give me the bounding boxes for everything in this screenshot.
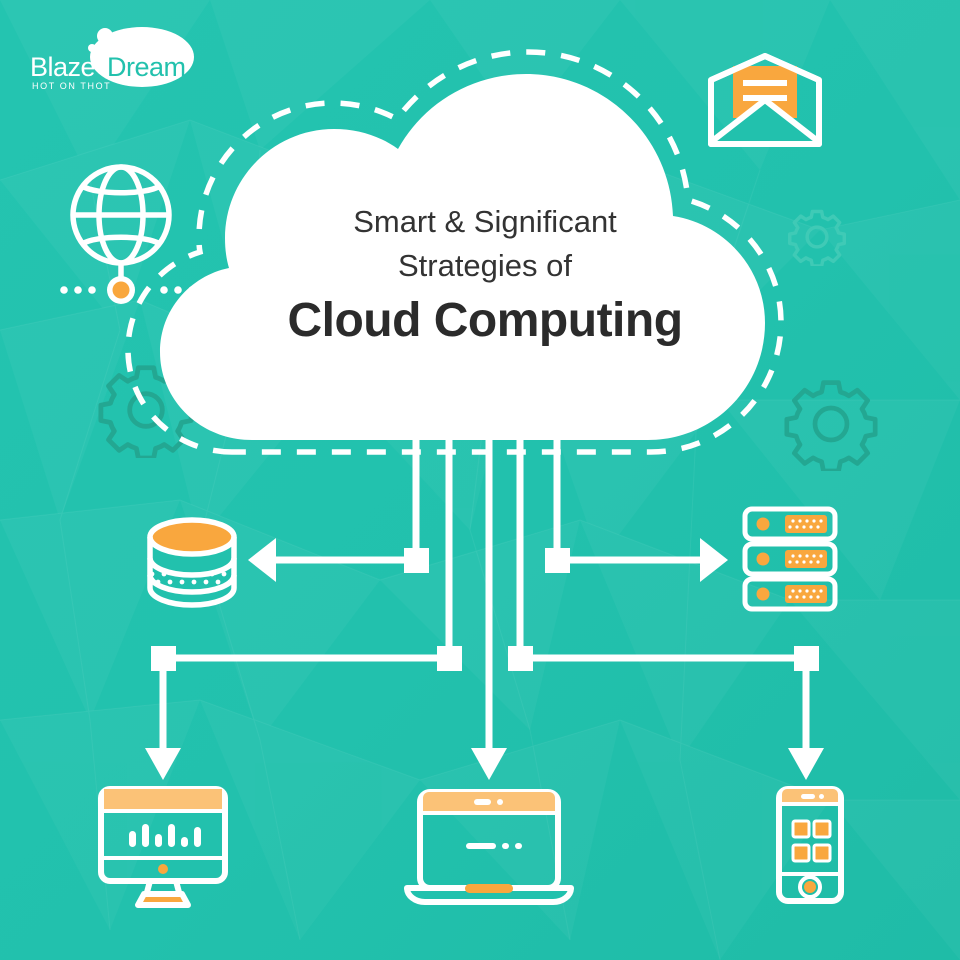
junction-node	[151, 646, 176, 671]
arrow-to-phone	[788, 748, 824, 780]
logo-ellipse	[88, 27, 194, 87]
globe-network-icon	[60, 164, 210, 304]
logo-tagline: HOT ON THOT	[32, 81, 112, 91]
logo-word-dream: Dream	[107, 52, 186, 82]
title-line-2: Strategies of	[397, 248, 573, 283]
database-icon	[147, 517, 237, 608]
email-envelope-icon	[708, 53, 822, 147]
logo-word-blaze: Blaze	[30, 52, 96, 82]
arrow-to-server	[700, 538, 728, 582]
arrow-to-laptop	[471, 748, 507, 780]
arrow-to-desktop	[145, 748, 181, 780]
junction-node	[794, 646, 819, 671]
gear-icon-right-small	[788, 209, 846, 266]
server-rack-icon	[742, 506, 838, 612]
junction-node	[437, 646, 462, 671]
junction-node	[508, 646, 533, 671]
junction-node	[545, 548, 570, 573]
title-line-3: Cloud Computing	[287, 294, 683, 347]
desktop-monitor-icon	[98, 786, 228, 908]
page-title: Smart & Significant Strategies of Cloud …	[215, 200, 755, 352]
gear-icon-right-large	[784, 380, 878, 471]
cloud-shape	[125, 49, 784, 455]
title-line-1: Smart & Significant	[353, 204, 617, 239]
smartphone-icon	[776, 786, 844, 904]
brand-logo[interactable]: Blaze Dream HOT ON THOT	[22, 24, 202, 91]
arrow-to-database	[248, 538, 276, 582]
laptop-icon	[404, 789, 574, 905]
junction-node	[404, 548, 429, 573]
